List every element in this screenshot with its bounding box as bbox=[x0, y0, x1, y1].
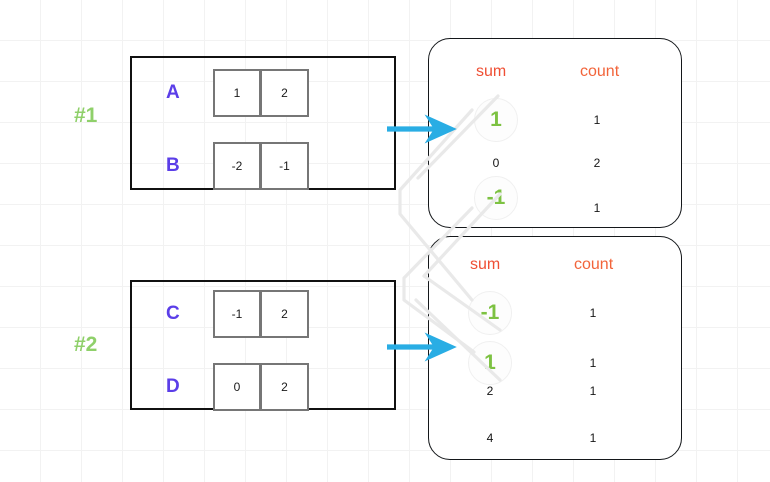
cell-d-0: 0 bbox=[213, 363, 261, 411]
panel-2-sum-value-0-circled: -1 bbox=[468, 291, 512, 335]
panel-1-sum-header: sum bbox=[476, 63, 507, 80]
cell-c-1: 2 bbox=[261, 290, 309, 338]
panel-1-count-value-1: 2 bbox=[593, 156, 601, 170]
panel-1-sum-value-1: 0 bbox=[492, 156, 500, 170]
cell-pair-b: -2 -1 bbox=[213, 142, 309, 190]
aggregate-panel-2 bbox=[428, 236, 682, 460]
panel-2-sum-value-2: 2 bbox=[486, 384, 494, 398]
cell-d-1: 2 bbox=[261, 363, 309, 411]
panel-1-count-value-0: 1 bbox=[593, 113, 601, 127]
panel-1-count-header: count bbox=[580, 63, 620, 80]
panel-2-count-value-3: 1 bbox=[589, 431, 597, 445]
cell-a-1: 2 bbox=[261, 69, 309, 117]
cell-pair-a: 1 2 bbox=[213, 69, 309, 117]
panel-2-sum-value-3: 4 bbox=[486, 431, 494, 445]
panel-2-sum-value-1-circled: 1 bbox=[468, 341, 512, 385]
row-letter-c: C bbox=[166, 303, 180, 324]
panel-1-sum-value-0-circled: 1 bbox=[474, 98, 518, 142]
row-letter-d: D bbox=[166, 376, 180, 397]
aggregate-panel-1 bbox=[428, 38, 682, 228]
row-letter-a: A bbox=[166, 82, 180, 103]
panel-2-count-value-1: 1 bbox=[589, 356, 597, 370]
row-letter-b: B bbox=[166, 155, 180, 176]
panel-2-count-value-0: 1 bbox=[589, 306, 597, 320]
panel-1-count-value-2: 1 bbox=[593, 201, 601, 215]
cell-pair-d: 0 2 bbox=[213, 363, 309, 411]
cell-pair-c: -1 2 bbox=[213, 290, 309, 338]
panel-2-count-value-2: 1 bbox=[589, 384, 597, 398]
panel-2-sum-header: sum bbox=[470, 256, 501, 273]
cell-b-0: -2 bbox=[213, 142, 261, 190]
cell-a-0: 1 bbox=[213, 69, 261, 117]
panel-1-sum-value-2-circled: -1 bbox=[474, 176, 518, 220]
section-label-1: #1 bbox=[74, 104, 98, 127]
cell-b-1: -1 bbox=[261, 142, 309, 190]
panel-2-count-header: count bbox=[574, 256, 614, 273]
cell-c-0: -1 bbox=[213, 290, 261, 338]
section-label-2: #2 bbox=[74, 333, 98, 356]
